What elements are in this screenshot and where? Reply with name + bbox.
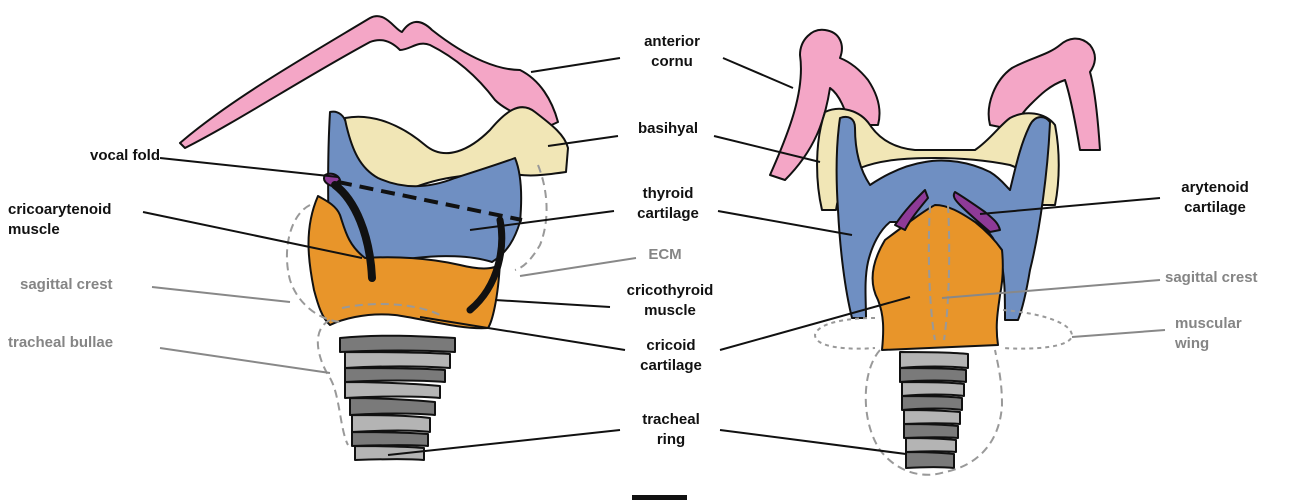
label-tracheal-ring-line1: tracheal	[622, 410, 720, 430]
label-muscular-wing-line2: wing	[1175, 334, 1242, 354]
label-thyroid-line1: thyroid	[616, 184, 720, 204]
leader-anterior-cornu-left	[531, 58, 620, 72]
label-basihyal: basihyal	[618, 119, 718, 139]
label-sagittal-crest-right: sagittal crest	[1165, 268, 1258, 288]
label-anterior-cornu-line1: anterior	[618, 32, 726, 52]
label-cricoid-line1: cricoid	[622, 336, 720, 356]
label-cricothyroid-line1: cricothyroid	[614, 281, 726, 301]
ventral-trachea	[900, 352, 968, 468]
label-cricothyroid-line2: muscle	[614, 301, 726, 321]
leader-thyroid-right	[718, 211, 852, 235]
label-cricoarytenoid: cricoarytenoid muscle	[8, 200, 111, 240]
lateral-trachea	[340, 336, 455, 460]
label-tracheal-bullae-text: tracheal bullae	[8, 334, 113, 351]
label-arytenoid-line1: arytenoid	[1160, 178, 1270, 198]
label-cricoid-line2: cartilage	[622, 356, 720, 376]
label-cricoid-cartilage: cricoid cartilage	[622, 336, 720, 376]
label-thyroid-cartilage: thyroid cartilage	[616, 184, 720, 224]
label-ecm-text: ECM	[648, 246, 681, 263]
leader-ecm	[520, 258, 636, 276]
label-sagittal-crest-right-text: sagittal crest	[1165, 269, 1258, 286]
label-cricoarytenoid-line2: muscle	[8, 220, 111, 240]
label-anterior-cornu: anterior cornu	[618, 32, 726, 72]
label-cricoarytenoid-line1: cricoarytenoid	[8, 200, 111, 220]
lateral-view	[180, 16, 568, 460]
label-vocal-fold: vocal fold	[20, 146, 160, 166]
label-arytenoid-cartilage: arytenoid cartilage	[1160, 178, 1270, 218]
leader-vocal-fold	[160, 158, 338, 177]
leader-anterior-cornu-right	[723, 58, 793, 88]
leader-sagittal-crest-left	[152, 287, 290, 302]
label-basihyal-text: basihyal	[638, 120, 698, 137]
leader-cricoid-right	[720, 297, 910, 350]
label-arytenoid-line2: cartilage	[1160, 198, 1270, 218]
label-muscular-wing-line1: muscular	[1175, 314, 1242, 334]
leader-tracheal-bullae	[160, 348, 330, 373]
label-tracheal-ring-line2: ring	[622, 430, 720, 450]
ventral-view	[770, 30, 1100, 475]
label-tracheal-ring: tracheal ring	[622, 410, 720, 450]
leader-muscular-wing	[1072, 330, 1165, 337]
label-anterior-cornu-line2: cornu	[618, 52, 726, 72]
scale-bar	[632, 495, 687, 500]
label-tracheal-bullae: tracheal bullae	[8, 333, 113, 353]
label-sagittal-crest-left: sagittal crest	[20, 275, 113, 295]
label-ecm: ECM	[632, 245, 698, 265]
label-cricothyroid-muscle: cricothyroid muscle	[614, 281, 726, 321]
leader-cricothyroid	[495, 300, 610, 307]
label-vocal-fold-text: vocal fold	[90, 147, 160, 164]
leader-tracheal-ring-right	[720, 430, 906, 454]
label-thyroid-line2: cartilage	[616, 204, 720, 224]
label-muscular-wing: muscular wing	[1175, 314, 1242, 354]
label-sagittal-crest-left-text: sagittal crest	[20, 276, 113, 293]
